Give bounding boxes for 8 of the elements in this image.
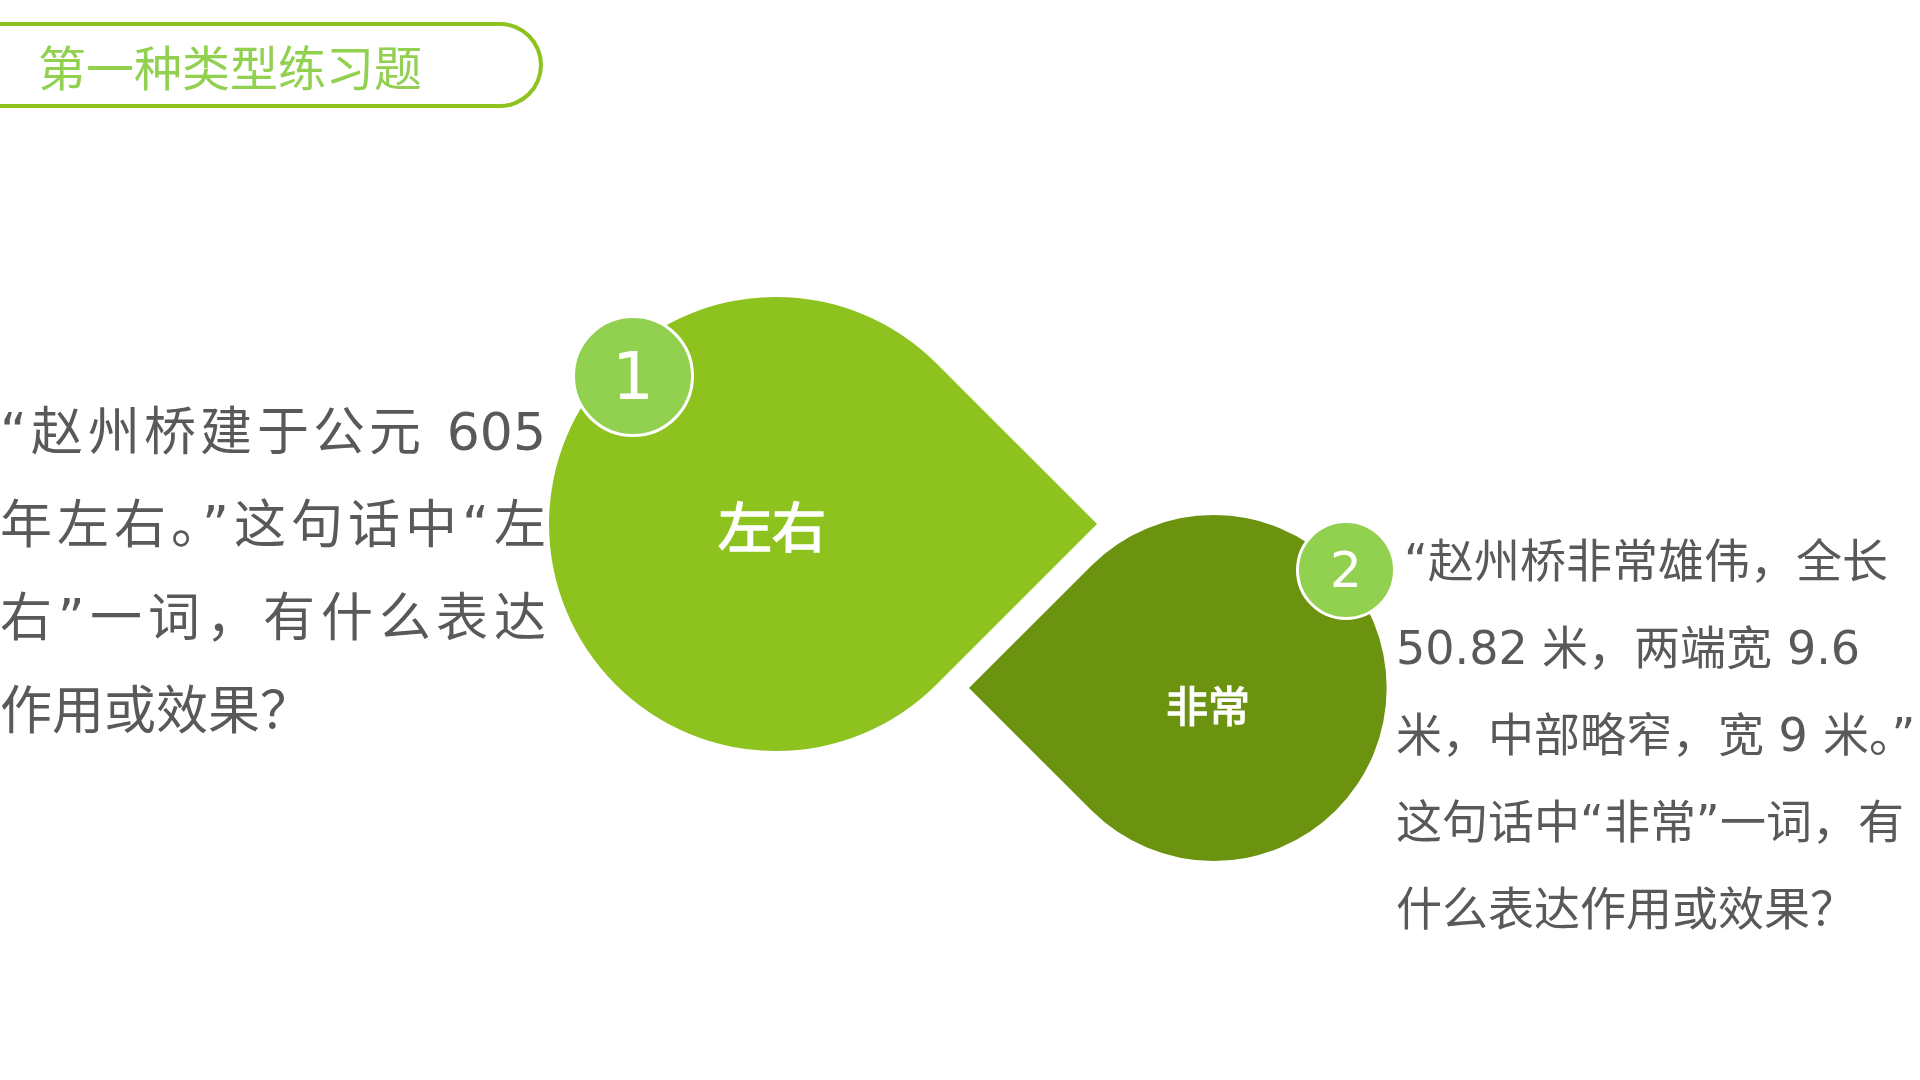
keyword-label: 左右: [718, 500, 826, 560]
teardrop-shape: [549, 297, 1097, 751]
question-text: “赵州桥建于公元 605 年左右。”这句话中“左右”一词，有什么表达作用或效果？: [0, 401, 546, 743]
teardrop-shape: [969, 515, 1387, 861]
title-banner: 第一种类型练习题: [0, 22, 543, 108]
question-text: “赵州桥非常雄伟，全长 50.82 米，两端宽 9.6 米，中部略窄，宽 9 米。”这句话中“非常”一词，有什么表达作用或效果？: [1396, 533, 1917, 938]
keyword-label: 非常: [1166, 684, 1250, 732]
step-number: 2: [1296, 520, 1396, 620]
